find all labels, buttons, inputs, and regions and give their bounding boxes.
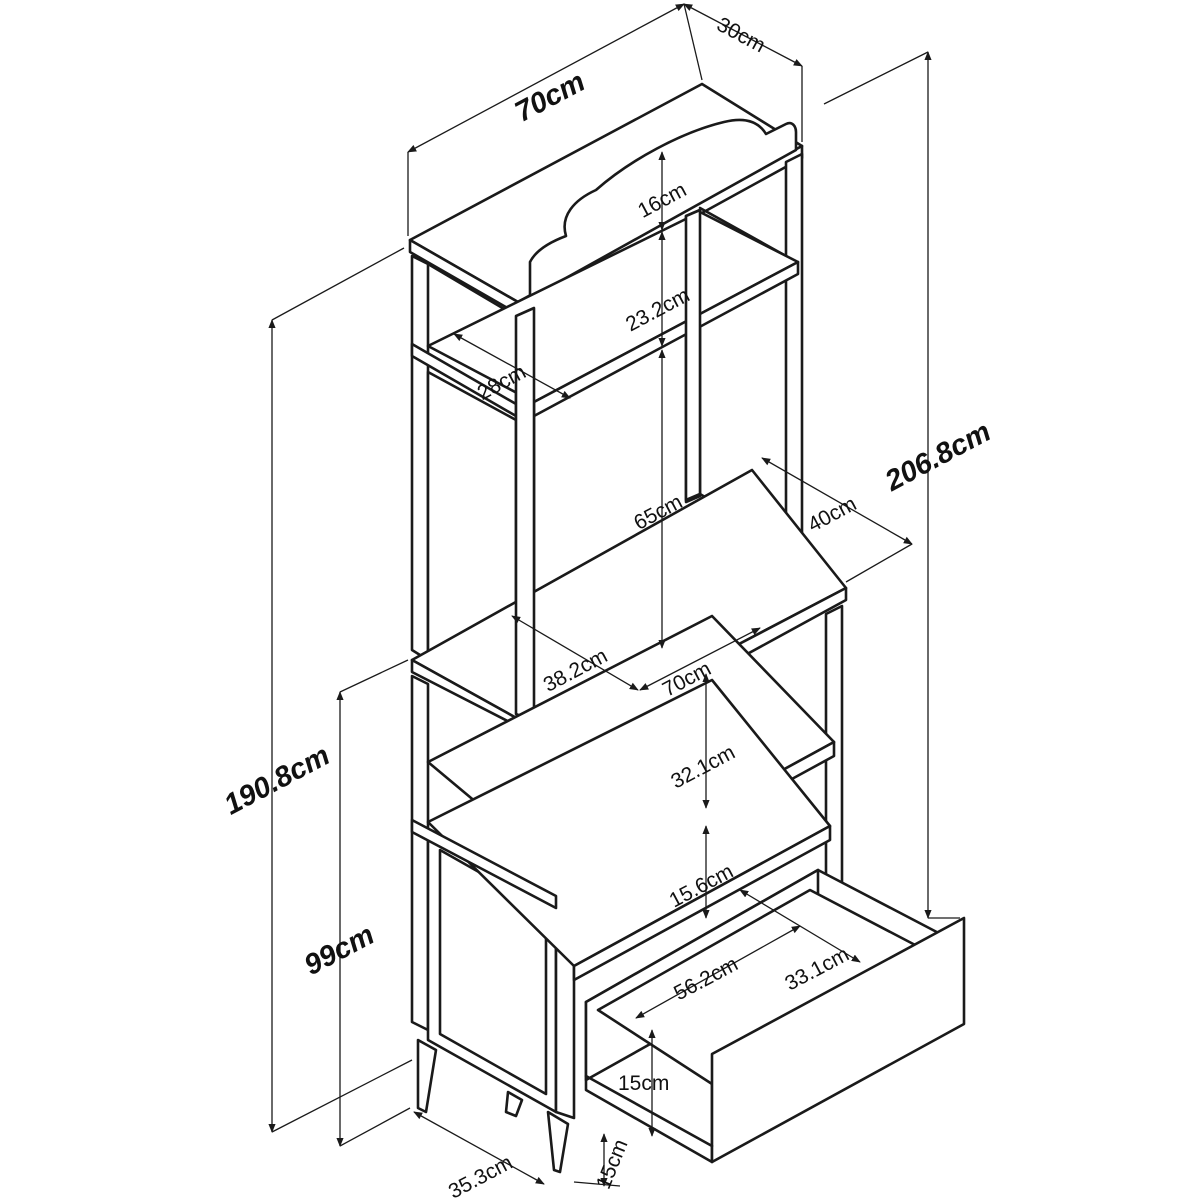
hutch-left-rear-post [410,254,430,662]
leg-rear-left [416,1038,438,1114]
hutch-right-front-post [784,152,804,566]
hutch-right-back-post-upper [684,208,702,502]
label-total-height: 190.8cm [219,739,335,821]
leg-front-right [504,1090,524,1118]
base-shelf-left-rail [410,818,558,910]
hutch-left-top-rail [426,262,518,318]
label-total-height-with-backboard: 206.8cm [879,416,996,498]
label-total-depth: 30cm [713,13,769,57]
cabinet-drawing [408,82,966,1174]
leg-front-left [546,1110,570,1174]
dimension-lines [268,3,960,1187]
base-left-rear-post [410,674,430,1032]
label-drawer-height: 15cm [618,1072,669,1095]
label-leg-height: 15cm [592,1136,633,1192]
drawer-front-face [710,916,966,1164]
label-base-depth: 35.3cm [445,1151,517,1200]
